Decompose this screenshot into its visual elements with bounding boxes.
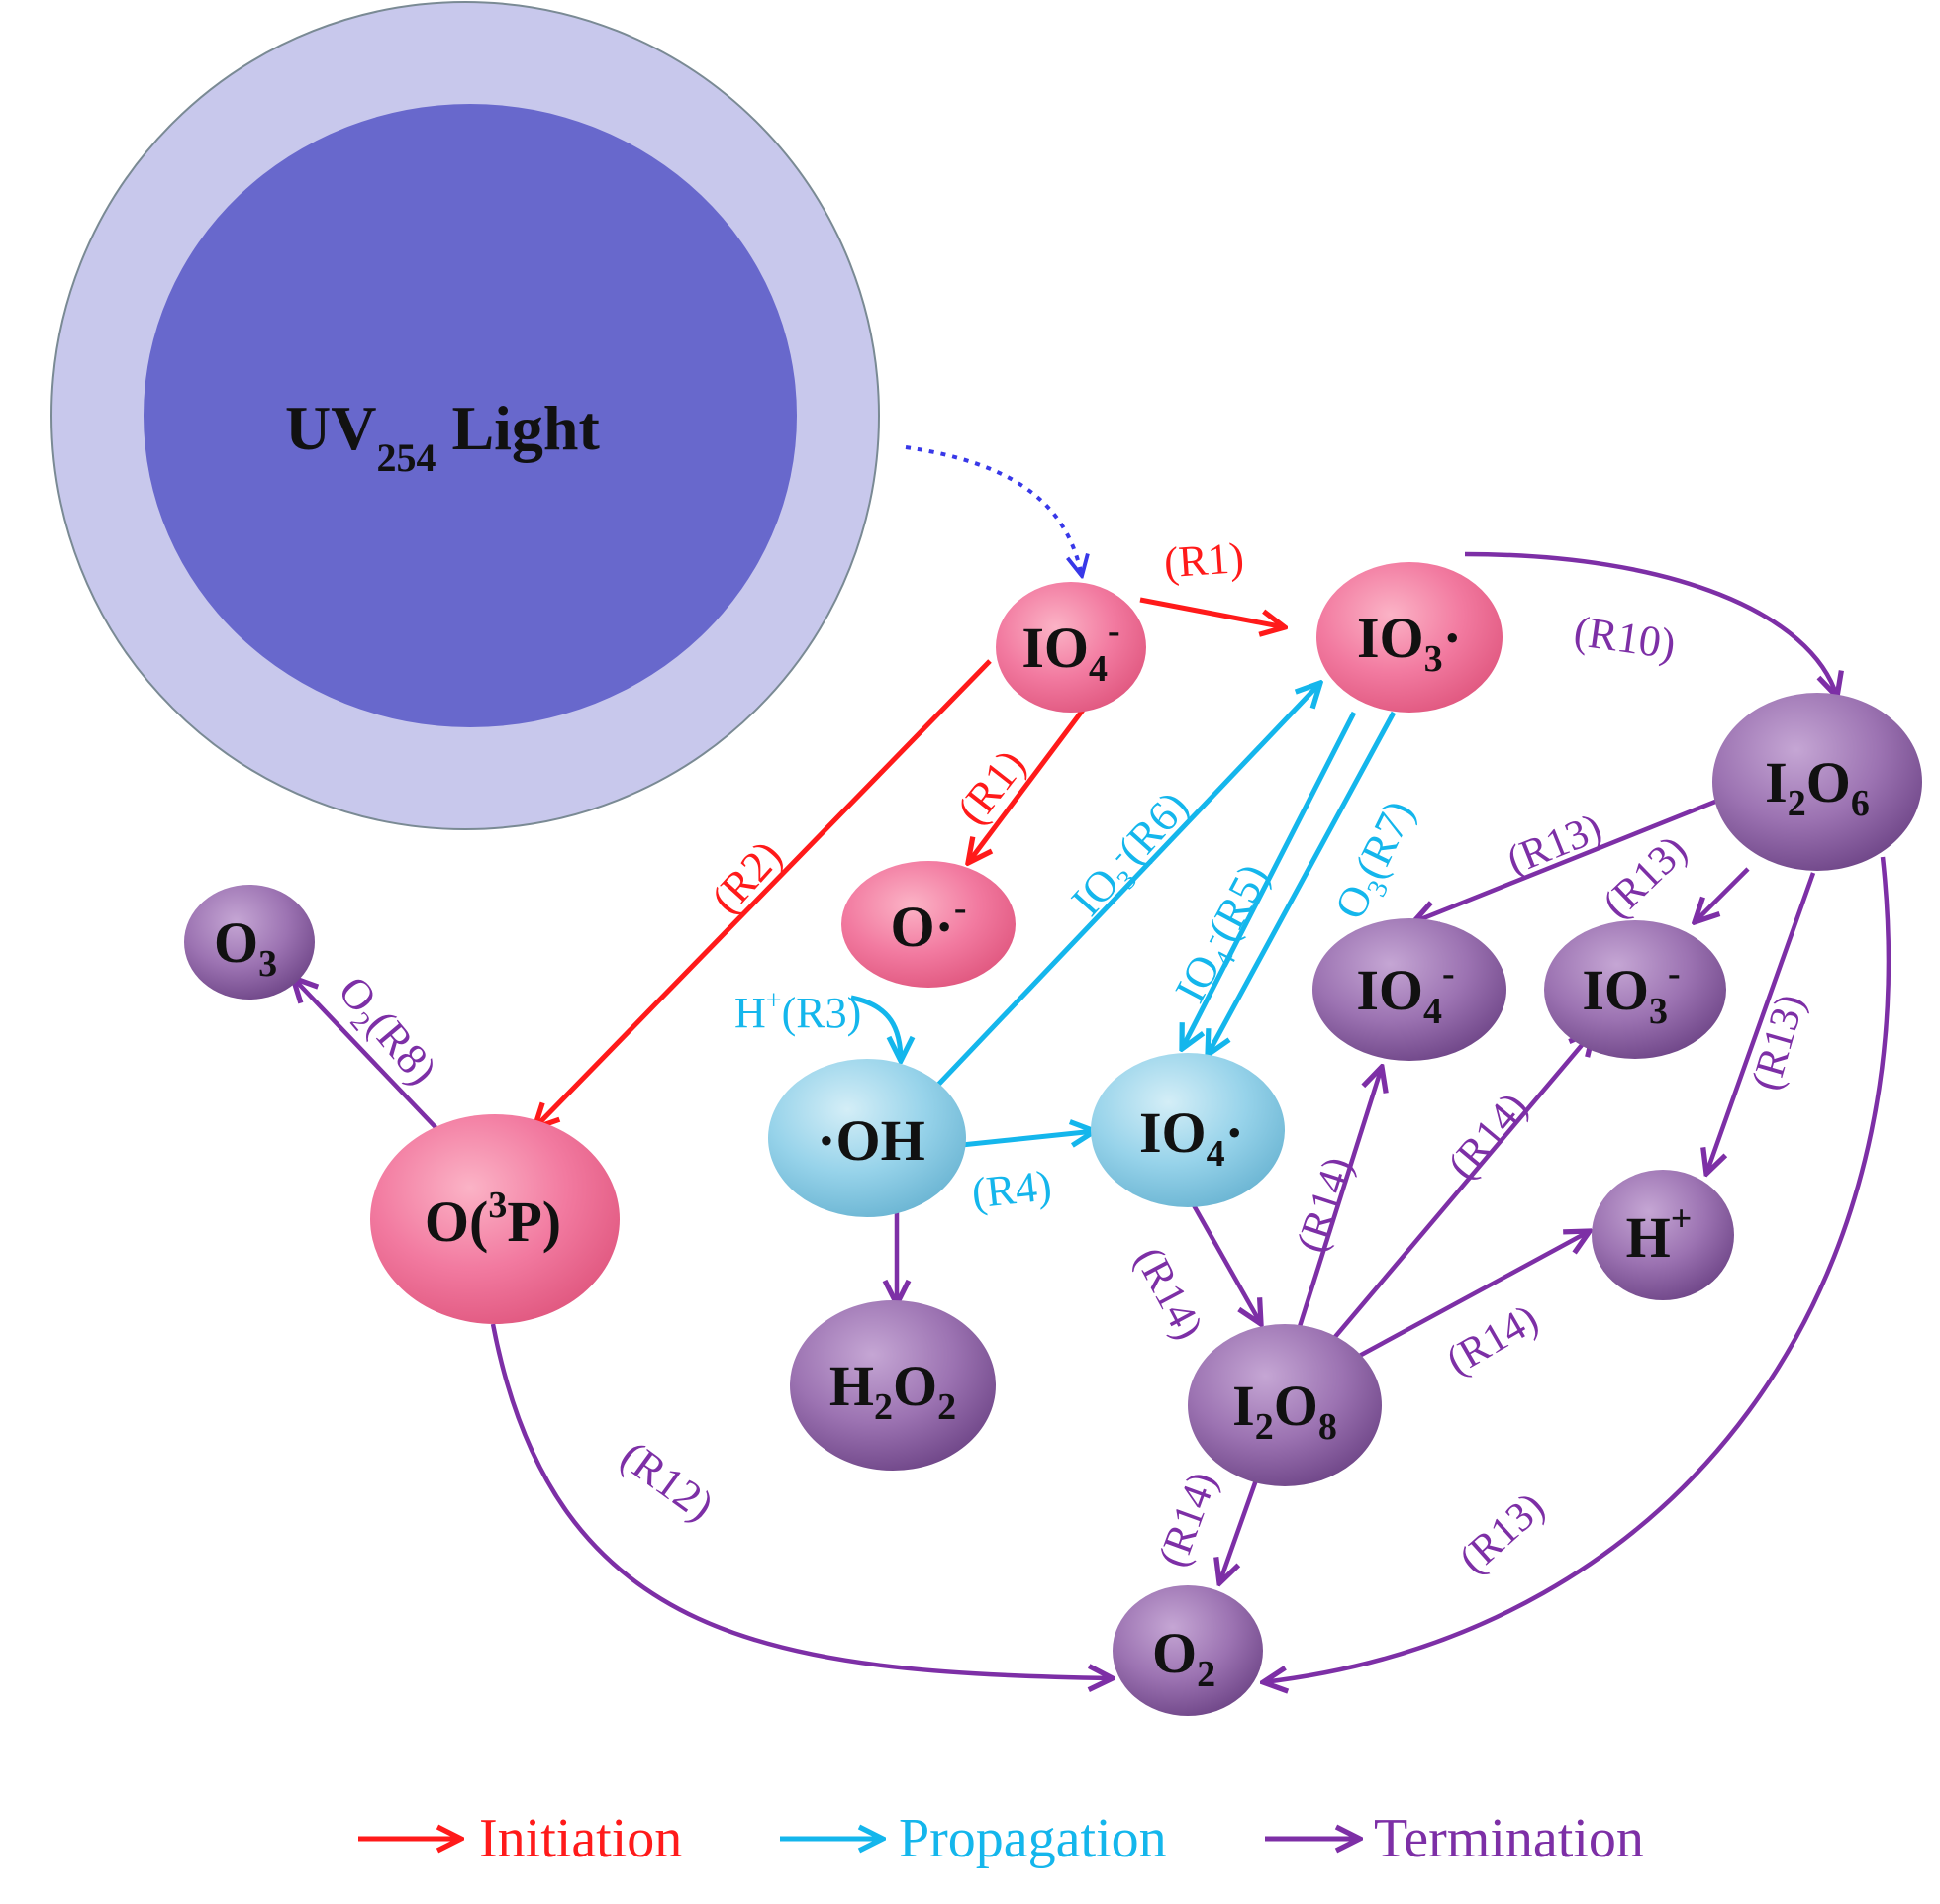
label-r13-to-h-plus: (R13) xyxy=(1743,990,1813,1095)
node-i2o8: I2O8 xyxy=(1188,1324,1382,1486)
node-io4-anion-initial: IO4- xyxy=(996,582,1146,713)
label-r10: (R10) xyxy=(1571,607,1678,669)
initiation-arrows xyxy=(534,597,1285,1128)
label-r14-i2o8-to-h-plus: (R14) xyxy=(1439,1296,1546,1384)
node-h-plus: H+ xyxy=(1592,1170,1734,1300)
label-r6: IO3-(R6) xyxy=(1062,782,1203,929)
label-r13-to-io4-minus: (R13) xyxy=(1502,806,1608,884)
arrow-r5-io3-to-io4-radical xyxy=(1182,711,1357,1049)
svg-text:I2O6: I2O6 xyxy=(1765,750,1870,824)
svg-text:IO3-: IO3- xyxy=(1582,953,1680,1032)
arrow-r10-io3-to-i2o6 xyxy=(1464,551,1837,697)
arrow-r7-io3-to-io4-radical xyxy=(1208,711,1397,1055)
node-o-3p: O(3P) xyxy=(370,1114,620,1324)
uv-inner-core xyxy=(144,104,797,727)
species-nodes: IO4- IO3· O·- O3 O(3P) xyxy=(184,562,1922,1716)
arrow-r2-io4-to-o3p xyxy=(534,659,992,1128)
svg-text:O2: O2 xyxy=(1152,1621,1215,1695)
arrow-r13-i2o6-to-io4-minus xyxy=(1413,793,1731,922)
label-r1-down: (R1) xyxy=(947,740,1034,833)
svg-text:IO4-: IO4- xyxy=(1356,953,1454,1032)
svg-text:I2O8: I2O8 xyxy=(1232,1374,1337,1448)
label-r14-io4-radical-to-i2o8: (R14) xyxy=(1125,1240,1212,1347)
termination-arrows xyxy=(293,551,1892,1682)
legend-termination-label: Termination xyxy=(1374,1808,1644,1869)
label-r8: O2(R8) xyxy=(324,967,446,1098)
arrow-r6-oh-to-io3 xyxy=(936,683,1320,1087)
node-o-radical-anion: O·- xyxy=(841,861,1016,988)
node-io4-radical: IO4· xyxy=(1091,1053,1285,1207)
label-r2: (R2) xyxy=(702,831,791,923)
arrow-r13-i2o6-to-o2 xyxy=(1263,856,1892,1682)
arrow-r4-oh-to-io4-radical xyxy=(951,1131,1095,1149)
label-r4: (R4) xyxy=(969,1161,1053,1217)
node-o2: O2 xyxy=(1113,1585,1263,1716)
arrow-r14-i2o8-to-io3-minus xyxy=(1332,1031,1594,1340)
label-r3: H+(R3) xyxy=(734,986,861,1037)
uv-irradiation-arrow xyxy=(905,445,1082,576)
arrow-r12-o3p-to-o2 xyxy=(490,1323,1113,1678)
label-r12: (R12) xyxy=(612,1431,723,1530)
label-r14-i2o8-to-io3-minus: (R14) xyxy=(1439,1085,1536,1189)
uv-light-source: UV254 Light xyxy=(50,1,880,830)
svg-text:IO4-: IO4- xyxy=(1021,611,1119,690)
svg-text:O3: O3 xyxy=(214,910,277,985)
svg-text:H2O2: H2O2 xyxy=(829,1354,956,1428)
svg-text:IO3·: IO3· xyxy=(1357,606,1462,680)
svg-text:·OH: ·OH xyxy=(817,1108,925,1173)
svg-text:H+: H+ xyxy=(1626,1198,1693,1270)
arrow-r1-io4-to-o-radical xyxy=(968,703,1089,863)
label-r14-i2o8-to-io4-minus: (R14) xyxy=(1289,1152,1362,1258)
legend-initiation-label: Initiation xyxy=(479,1808,682,1869)
label-r14-i2o8-to-o2: (R14) xyxy=(1150,1467,1226,1573)
uv-light-label: UV254 Light xyxy=(285,393,601,480)
node-io4-anion-product: IO4- xyxy=(1312,918,1506,1061)
arrow-r3-to-oh xyxy=(850,995,901,1061)
svg-text:O(3P): O(3P) xyxy=(425,1185,561,1254)
node-io3-anion-product: IO3- xyxy=(1544,920,1726,1059)
arrow-r13-i2o6-to-h-plus xyxy=(1706,872,1816,1174)
arrow-r8-o3p-to-o3 xyxy=(293,978,453,1146)
propagation-arrows xyxy=(850,683,1397,1149)
node-hydroxyl-radical: ·OH xyxy=(768,1059,966,1217)
node-i2o6: I2O6 xyxy=(1712,693,1922,871)
arrow-r14-i2o8-to-io4-minus xyxy=(1294,1067,1382,1337)
label-r1-top: (R1) xyxy=(1162,533,1245,588)
arrow-r14-i2o8-to-h-plus xyxy=(1350,1231,1590,1362)
node-h2o2: H2O2 xyxy=(790,1300,996,1471)
arrow-r13-i2o6-to-io3-minus xyxy=(1695,867,1750,922)
node-io3-radical: IO3· xyxy=(1316,562,1503,713)
svg-text:O·-: O·- xyxy=(890,888,966,959)
label-r13-to-o2: (R13) xyxy=(1451,1484,1554,1583)
legend-propagation-label: Propagation xyxy=(899,1808,1167,1869)
legend: Initiation Propagation Termination xyxy=(358,1808,1644,1869)
svg-text:IO4·: IO4· xyxy=(1139,1100,1244,1175)
arrow-r1-io4-to-io3 xyxy=(1139,597,1285,627)
node-o3: O3 xyxy=(184,885,315,1000)
label-r5: IO4-(R5) xyxy=(1166,856,1285,1013)
arrow-r14-io4-radical-to-i2o8 xyxy=(1192,1203,1261,1324)
